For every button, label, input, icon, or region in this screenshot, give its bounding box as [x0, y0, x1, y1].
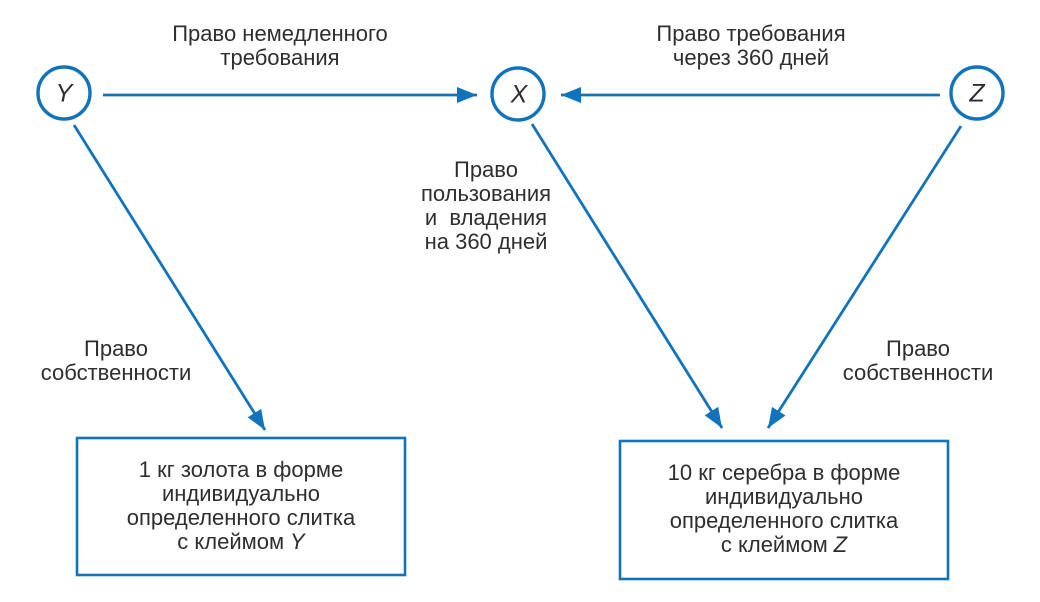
node-x-label: X	[510, 80, 528, 109]
edge-label-usage-360: Право пользования и владения на 360 дней	[420, 157, 552, 254]
gold-box-description: 1 кг золота в форме индивидуально опреде…	[126, 457, 356, 554]
edge-z-to-silver-box	[766, 125, 963, 429]
node-z-circle	[949, 65, 1005, 121]
silver-box-border	[618, 439, 950, 581]
gold-box-text: 1 кг золота в форме индивидуально опреде…	[77, 438, 405, 575]
edge-x-to-silver-box	[530, 123, 724, 429]
node-x-circle	[490, 66, 546, 122]
gold-box-brand-letter: Y	[290, 529, 305, 554]
edge-label-ownership-left: Право собственности	[40, 336, 192, 385]
node-y-circle	[36, 65, 92, 121]
silver-box-description: 10 кг серебра в форме индивидуально опре…	[667, 460, 901, 557]
node-z-label: Z	[969, 79, 985, 108]
node-y-label: Y	[55, 79, 73, 108]
edge-label-immediate-claim: Право немедленного требования	[172, 21, 388, 70]
edge-y-to-gold-box	[72, 124, 267, 431]
gold-box-border	[75, 436, 407, 577]
silver-box-text: 10 кг серебра в форме индивидуально опре…	[620, 441, 948, 579]
edge-label-claim-360: Право требования через 360 дней	[656, 21, 846, 70]
edge-label-ownership-right: Право собственности	[842, 336, 994, 385]
silver-box-brand-letter: Z	[833, 532, 848, 557]
